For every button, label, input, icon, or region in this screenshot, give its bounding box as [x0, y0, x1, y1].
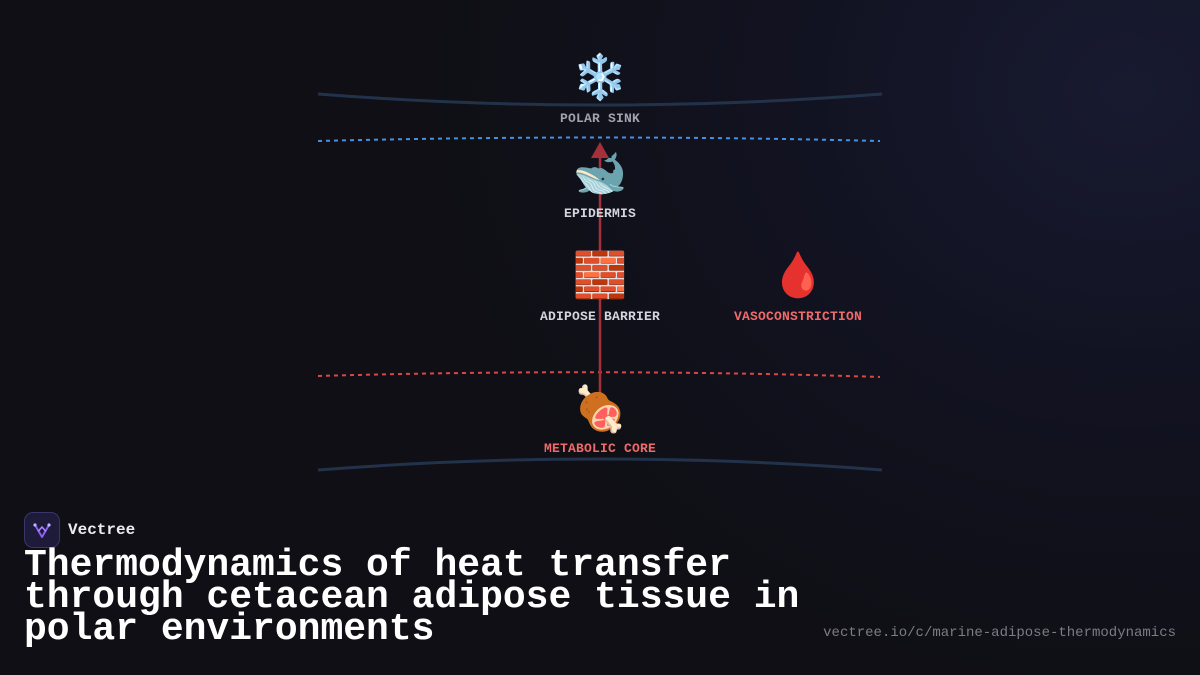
heat-flow-arrow-head [591, 142, 609, 158]
metabolic-core-label: METABOLIC CORE [543, 441, 657, 456]
blood-drop-icon: 🩸 [770, 250, 826, 301]
snowflake-icon: ❄️ [572, 52, 628, 103]
brand-name: Vectree [68, 521, 136, 539]
source-url[interactable]: vectree.io/c/marine-adipose-thermodynami… [823, 625, 1176, 641]
adipose-barrier-label: ADIPOSE BARRIER [539, 309, 661, 324]
cold-boundary-line [317, 136, 881, 142]
outer-boundary-top [317, 92, 883, 107]
meat-icon: 🍖 [572, 384, 628, 435]
vectree-logo-icon [24, 512, 60, 548]
brick-icon: 🧱 [572, 250, 628, 301]
polar-sink-label: POLAR SINK [559, 111, 641, 126]
brand[interactable]: Vectree [24, 512, 135, 548]
whale-icon: 🐋 [572, 148, 628, 199]
vasoconstriction-label: VASOCONSTRICTION [733, 309, 863, 324]
epidermis-label: EPIDERMIS [563, 206, 637, 221]
outer-boundary-bottom [317, 457, 883, 472]
page-title: Thermodynamics of heat transfer through … [24, 544, 800, 651]
